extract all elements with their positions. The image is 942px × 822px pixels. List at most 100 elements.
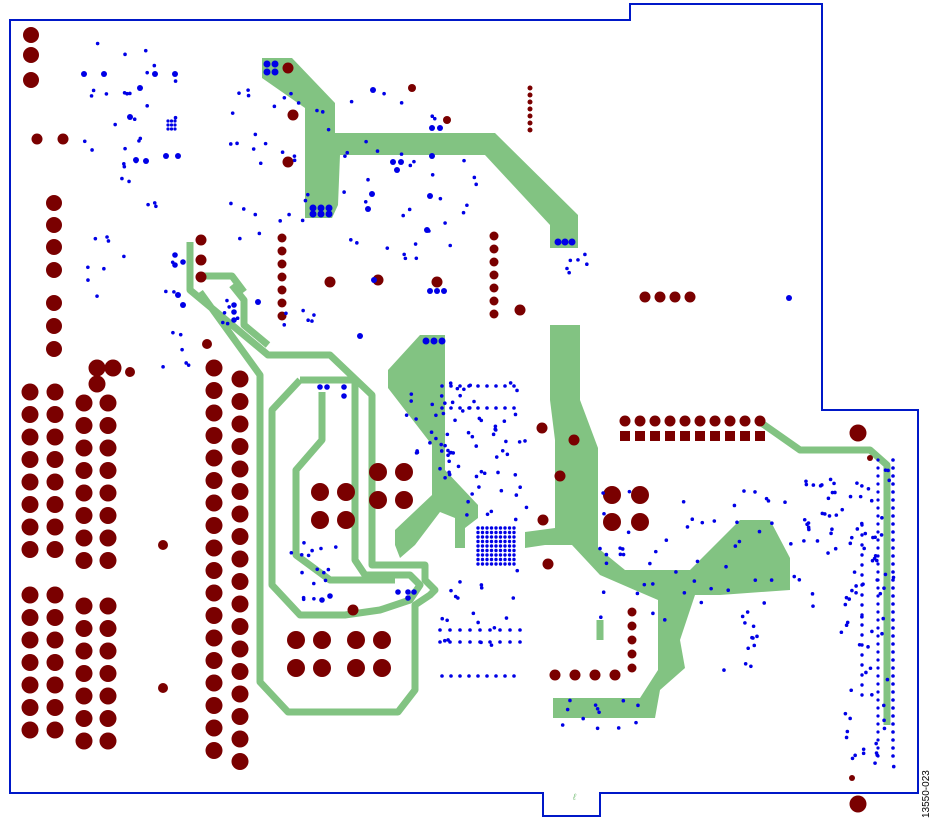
- pad: [654, 291, 666, 303]
- via: [891, 466, 895, 470]
- via: [860, 673, 864, 677]
- via: [137, 85, 143, 91]
- via: [315, 567, 320, 572]
- pad: [231, 528, 249, 545]
- via: [881, 616, 886, 621]
- via: [342, 190, 346, 194]
- via: [246, 88, 250, 92]
- via: [448, 381, 453, 385]
- via: [104, 92, 109, 96]
- via: [489, 509, 494, 514]
- pad: [694, 415, 706, 427]
- pad: [313, 631, 331, 649]
- via: [366, 177, 370, 182]
- via: [512, 553, 516, 557]
- pad: [75, 732, 93, 750]
- via: [797, 578, 802, 582]
- pad: [277, 246, 287, 256]
- via: [829, 531, 833, 536]
- via: [860, 623, 864, 627]
- via: [860, 523, 864, 527]
- pad: [205, 359, 223, 377]
- via: [489, 539, 494, 544]
- via: [891, 594, 895, 598]
- via: [235, 316, 240, 321]
- pad: [75, 394, 93, 412]
- via: [228, 142, 233, 146]
- pad: [231, 730, 249, 748]
- via: [621, 552, 626, 557]
- via: [222, 310, 227, 315]
- via: [489, 643, 494, 647]
- via: [880, 631, 884, 636]
- via: [476, 526, 480, 530]
- pad: [231, 550, 249, 568]
- pad: [536, 422, 548, 434]
- via: [485, 548, 489, 553]
- via: [512, 406, 516, 410]
- via: [690, 517, 695, 522]
- via: [414, 256, 419, 261]
- pad: [568, 434, 580, 446]
- via: [524, 505, 529, 510]
- pad: [231, 505, 249, 523]
- via: [876, 466, 880, 470]
- via: [263, 60, 271, 68]
- pad: [205, 517, 223, 534]
- pad: [21, 518, 39, 536]
- via: [409, 399, 413, 403]
- via: [89, 94, 94, 98]
- via: [891, 746, 895, 750]
- pad: [195, 234, 207, 246]
- via: [445, 432, 450, 437]
- via: [458, 393, 462, 398]
- via: [173, 115, 178, 120]
- pad: [21, 473, 39, 491]
- via: [432, 116, 437, 121]
- via: [513, 517, 518, 522]
- via: [390, 159, 396, 165]
- via: [427, 229, 431, 233]
- via: [514, 493, 519, 497]
- via: [152, 201, 157, 205]
- pad: [311, 483, 329, 501]
- via: [449, 588, 453, 593]
- via: [494, 674, 498, 678]
- via: [241, 207, 246, 211]
- via: [411, 589, 417, 595]
- pad: [46, 496, 64, 513]
- pad: [489, 309, 499, 319]
- via: [576, 258, 580, 262]
- via: [312, 596, 316, 601]
- via: [876, 666, 880, 670]
- via: [891, 554, 895, 558]
- via: [876, 738, 880, 742]
- pad: [205, 427, 223, 444]
- via: [561, 238, 569, 246]
- via: [407, 207, 412, 212]
- via: [394, 167, 400, 173]
- via: [891, 538, 895, 542]
- via: [618, 552, 623, 557]
- via: [145, 104, 149, 108]
- pad: [710, 431, 720, 441]
- pad: [205, 562, 223, 579]
- via: [789, 542, 793, 546]
- via: [860, 484, 864, 488]
- pad: [755, 431, 765, 441]
- via: [699, 600, 704, 605]
- via: [282, 323, 287, 327]
- pad: [205, 697, 223, 714]
- via: [742, 489, 746, 493]
- pad: [158, 540, 168, 550]
- pad: [205, 539, 223, 557]
- pad: [21, 699, 39, 716]
- via: [869, 498, 874, 503]
- pad: [277, 298, 287, 308]
- via: [876, 474, 880, 478]
- via: [863, 531, 868, 536]
- via: [472, 175, 477, 180]
- pad: [373, 631, 391, 649]
- via: [512, 674, 516, 678]
